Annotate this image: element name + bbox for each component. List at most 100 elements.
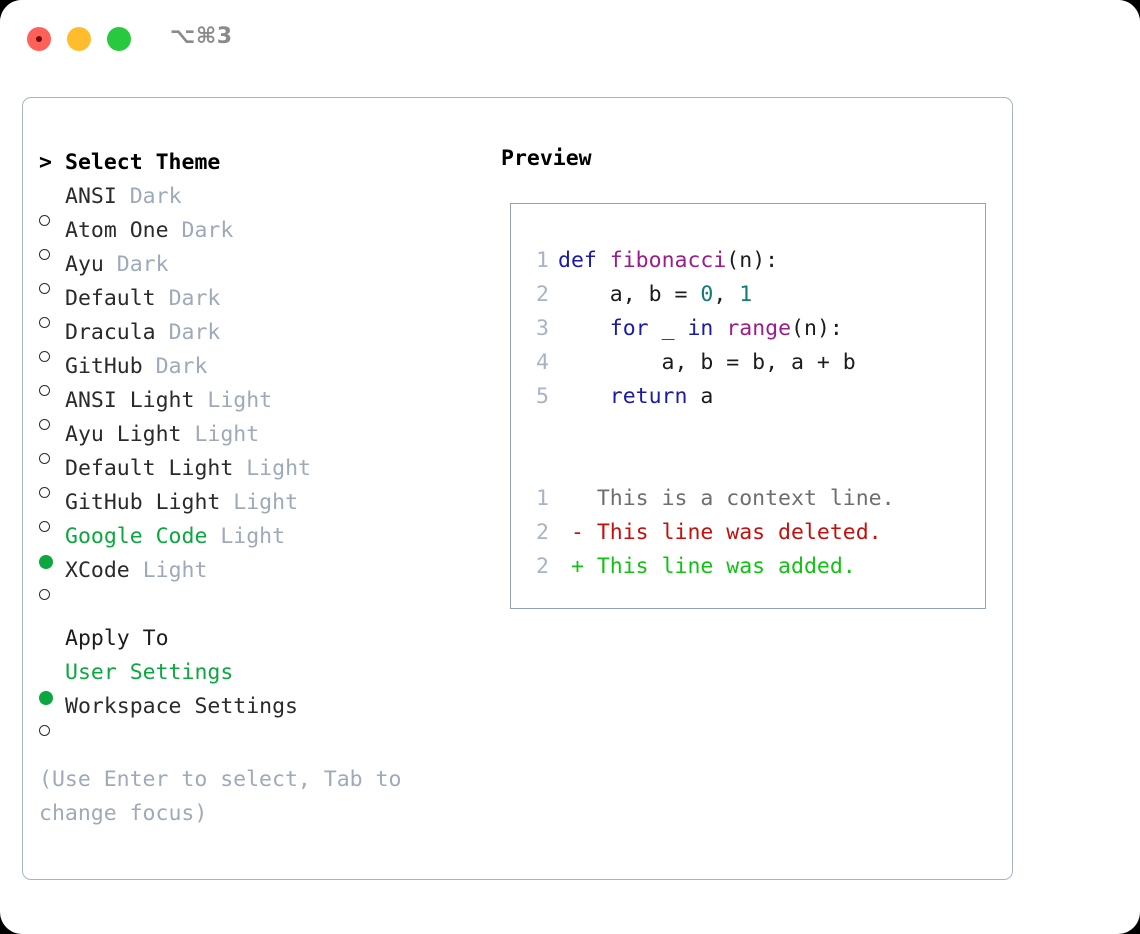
theme-list-item[interactable]: GitHub Dark [39, 350, 479, 396]
theme-list-item[interactable]: Ayu Dark [39, 248, 479, 294]
diff-text: This line was added. [596, 554, 856, 579]
minimize-window-button[interactable] [67, 27, 91, 51]
theme-name-label: GitHub Light [65, 490, 221, 515]
code-line-number: 4 [536, 350, 549, 375]
code-token: n [739, 248, 753, 273]
spacer [194, 388, 207, 413]
theme-variant-tag: Dark [116, 252, 169, 277]
blank-line [521, 414, 977, 448]
diff-line-number: 2 [536, 520, 549, 545]
theme-list-item[interactable]: Google Code Light [39, 520, 479, 569]
spacer [104, 252, 117, 277]
maximize-window-button[interactable] [107, 27, 131, 51]
code-token: a [687, 384, 714, 409]
spacer [143, 354, 156, 379]
theme-name-label: Ayu Light [65, 422, 182, 447]
theme-list-item[interactable]: XCode Light [39, 554, 479, 600]
spacer [169, 218, 182, 243]
spacer [117, 184, 130, 209]
code-token: ): [752, 248, 779, 273]
code-token: a, b = b, a + b [558, 350, 856, 375]
radio-bullet-icon [39, 317, 50, 328]
theme-list-item[interactable]: Default Dark [39, 282, 479, 328]
radio-bullet-icon [39, 521, 50, 532]
theme-name-label: Default [65, 286, 156, 311]
spacer [130, 558, 143, 583]
theme-variant-tag: Light [246, 456, 311, 481]
code-token: a, b = [558, 282, 701, 307]
diff-line-number: 2 [536, 554, 549, 579]
spacer [156, 320, 169, 345]
select-theme-header: > Select Theme [39, 146, 479, 180]
radio-bullet-icon [39, 385, 50, 396]
prompt-caret-icon: > [39, 150, 52, 175]
theme-name-label: ANSI Light [65, 388, 195, 413]
theme-variant-tag: Dark [168, 286, 221, 311]
diff-text: This is a context line. [596, 486, 895, 511]
radio-bullet-icon [39, 283, 50, 294]
theme-variant-tag: Light [207, 388, 273, 413]
theme-list-item[interactable]: Ayu Light Light [39, 418, 479, 464]
diff-sign [558, 486, 597, 511]
theme-list-item[interactable]: Default Light Light [39, 452, 479, 498]
theme-name-label: ANSI [65, 184, 117, 209]
radio-bullet-icon [39, 487, 50, 498]
apply-to-option-label: User Settings [65, 660, 234, 685]
theme-name-label: Default Light [65, 456, 234, 481]
apply-to-option[interactable]: User Settings [39, 656, 479, 705]
code-line-number: 5 [536, 384, 549, 409]
radio-bullet-icon [39, 351, 50, 362]
code-token [558, 316, 610, 341]
theme-variant-tag: Dark [129, 184, 182, 209]
code-line: 4 a, b = b, a + b [521, 346, 977, 380]
spacer [220, 490, 233, 515]
apply-to-option[interactable]: Workspace Settings [39, 690, 479, 736]
keyboard-shortcut-label: ⌥⌘3 [170, 24, 233, 49]
spacer [207, 524, 220, 549]
code-line: 2 a, b = 0, 1 [521, 278, 977, 312]
diff-line: 2 + This line was added. [521, 550, 977, 584]
theme-name-label: Dracula [65, 320, 156, 345]
theme-name-label: Google Code [65, 524, 208, 549]
apply-to-option-label: Workspace Settings [65, 694, 298, 719]
spacer [182, 422, 195, 447]
theme-variant-tag: Light [220, 524, 286, 549]
window-titlebar: ⌥⌘3 [0, 0, 1140, 78]
theme-list-item[interactable]: GitHub Light Light [39, 486, 479, 532]
radio-bullet-icon [39, 589, 50, 600]
theme-list-item[interactable]: ANSI Dark [39, 180, 479, 226]
radio-bullet-icon [39, 691, 53, 705]
close-window-indicator-icon [36, 36, 42, 42]
code-token [713, 316, 726, 341]
diff-line-number: 1 [536, 486, 549, 511]
code-token: def [558, 248, 597, 273]
theme-name-label: Ayu [65, 252, 104, 277]
code-token: in [687, 316, 714, 341]
select-theme-header-label: Select Theme [65, 150, 221, 175]
spacer [233, 456, 246, 481]
theme-variant-tag: Light [142, 558, 208, 583]
diff-line: 1 This is a context line. [521, 482, 977, 516]
theme-name-label: GitHub [65, 354, 143, 379]
blank-line [521, 448, 977, 482]
code-token: 1 [739, 282, 753, 307]
code-token: range [726, 316, 792, 341]
spacer [156, 286, 169, 311]
code-token: n [804, 316, 817, 341]
theme-list-item[interactable]: ANSI Light Light [39, 384, 479, 430]
theme-variant-tag: Light [233, 490, 299, 515]
diff-line: 2 - This line was deleted. [521, 516, 977, 550]
theme-list-item[interactable]: Atom One Dark [39, 214, 479, 260]
theme-name-label: XCode [65, 558, 130, 583]
theme-list-item[interactable]: Dracula Dark [39, 316, 479, 362]
code-line-number: 2 [536, 282, 549, 307]
code-token: ( [726, 248, 740, 273]
preview-title: Preview [501, 146, 592, 171]
code-line-number: 1 [536, 248, 549, 273]
apply-to-header: Apply To [39, 622, 479, 656]
